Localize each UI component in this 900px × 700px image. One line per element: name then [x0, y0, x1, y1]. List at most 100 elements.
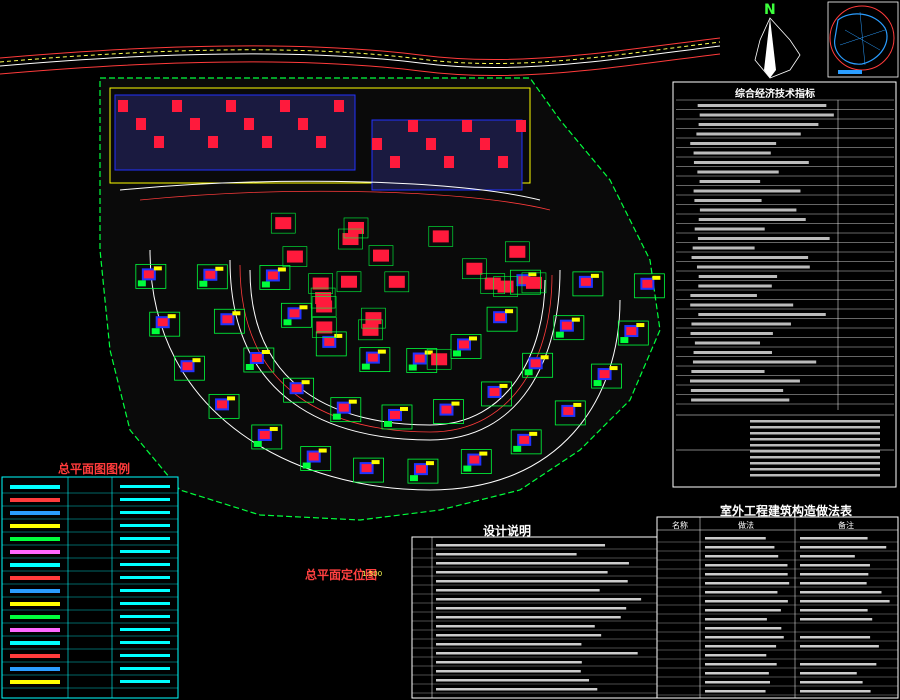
outdoor-text-line [705, 582, 790, 585]
green-patch [199, 280, 208, 287]
legend-symbol [10, 602, 60, 606]
table-text-line [694, 227, 765, 231]
villa-lot [381, 404, 413, 430]
legend-text-line [120, 654, 170, 657]
villa-label [424, 350, 433, 355]
villa-label [371, 460, 380, 465]
outdoor-text-line [705, 546, 775, 549]
villa-roof [289, 309, 300, 318]
villa-label [301, 380, 310, 385]
villa-roof [441, 405, 452, 414]
villa-roof [626, 327, 637, 336]
villa-roof [518, 276, 529, 285]
table-text-line [690, 332, 773, 335]
table-text-line [691, 398, 790, 402]
building [226, 100, 236, 112]
green-patch [593, 380, 602, 387]
building [342, 233, 359, 246]
legend-text-line [120, 511, 170, 514]
outdoor-text-line [800, 537, 868, 540]
villa-label [451, 401, 460, 406]
outdoor-construction-table [656, 516, 899, 699]
table-text-line [690, 303, 794, 307]
outdoor-text-line [705, 609, 781, 612]
villa-lot [213, 308, 245, 334]
table-text-line [696, 265, 810, 269]
villa-roof [251, 354, 262, 363]
villa-roof [580, 277, 591, 286]
tech-table-title: 综合经济技术指标 [735, 89, 815, 100]
outdoor-text-line [800, 663, 877, 666]
outdoor-text-line [705, 618, 767, 621]
outdoor-text-line [705, 681, 771, 684]
outdoor-text-line [800, 681, 863, 684]
villa-label [377, 349, 386, 354]
villa-label [540, 355, 549, 360]
villa-label [505, 309, 514, 314]
building [462, 120, 472, 132]
table-text-line [693, 351, 772, 354]
villa-label [215, 266, 224, 271]
outdoor-text-line [705, 627, 782, 630]
outdoor-header-name: 名称 [672, 521, 688, 530]
villa-roof [563, 406, 574, 415]
building [362, 323, 379, 336]
notes-text-line [436, 652, 638, 655]
table-text-line [697, 237, 830, 240]
legend-symbol [10, 563, 60, 567]
villa-lot [591, 363, 622, 389]
legend-text-line [120, 667, 170, 670]
green-patch [408, 364, 417, 371]
building [348, 221, 365, 234]
outdoor-text-line [705, 636, 784, 639]
legend-text-line [120, 537, 170, 540]
legend-symbol [10, 680, 60, 684]
lot-outline [336, 271, 362, 293]
table-text-line [698, 123, 819, 126]
top-road [0, 37, 721, 76]
outdoor-text-line [800, 573, 869, 576]
villa-lot [460, 449, 492, 474]
legend-symbol [10, 498, 60, 502]
villa-label [261, 350, 270, 355]
table-text-line [698, 284, 772, 288]
green-patch [283, 319, 292, 326]
villa-label [399, 406, 408, 411]
villa-label [192, 358, 201, 363]
table-text-line [691, 322, 791, 326]
lot-outline [270, 212, 296, 234]
outdoor-text-line [800, 591, 882, 594]
lot-outline [493, 276, 518, 297]
villa-lot [149, 311, 181, 337]
table-text-line [750, 444, 880, 447]
villa-roof [459, 340, 470, 349]
table-text-line [750, 468, 880, 471]
notes-text-line [436, 562, 629, 565]
notes-text-line [436, 643, 582, 646]
legend-text-line [120, 680, 170, 683]
green-patch [453, 350, 462, 357]
building [172, 100, 182, 112]
villa-lot [283, 377, 315, 403]
lot-outline [310, 287, 336, 309]
green-patch [253, 440, 262, 447]
table-text-line [693, 189, 801, 193]
villa-lot [243, 347, 275, 373]
building [190, 118, 200, 130]
table-text-line [698, 275, 778, 278]
notes-text-line [436, 670, 581, 673]
villa-label [232, 311, 241, 316]
legend-text-line [120, 485, 170, 488]
outdoor-text-line [705, 564, 788, 567]
outdoor-text-line [800, 672, 857, 675]
villa-roof [267, 271, 278, 280]
outdoor-header-note: 备注 [838, 521, 854, 530]
green-patch [409, 475, 418, 482]
table-text-line [750, 462, 880, 465]
north-label: N [764, 2, 776, 18]
villa-label [479, 451, 488, 456]
table-text-line [696, 132, 801, 136]
table-text-line [693, 151, 771, 155]
legend-symbol [10, 615, 60, 619]
green-patch [361, 363, 370, 370]
